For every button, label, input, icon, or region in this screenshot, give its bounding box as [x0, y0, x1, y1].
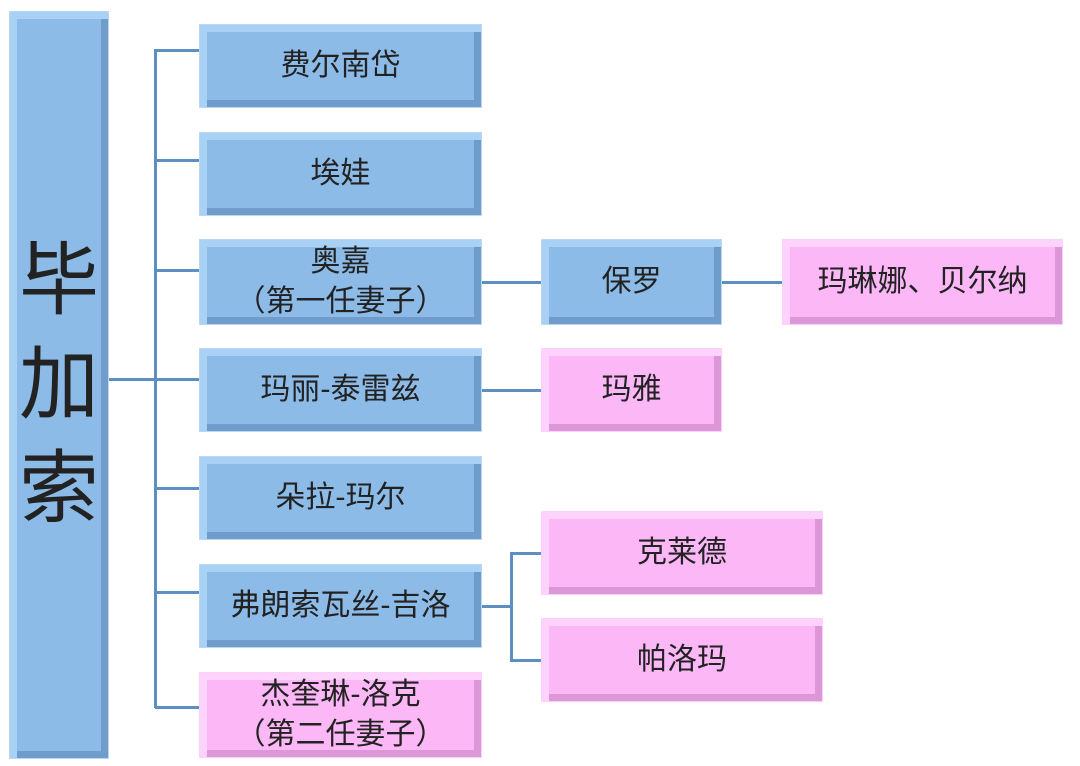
node-label: 杰奎琳-洛克 — [260, 677, 421, 712]
node-paul: 保罗 — [542, 240, 721, 324]
node-dora-maar: 朵拉-玛尔 — [200, 457, 481, 539]
node-label: 玛雅 — [601, 372, 662, 407]
connector — [481, 389, 542, 392]
node-label: 玛琳娜、贝尔纳 — [817, 264, 1028, 299]
node-label: 弗朗索瓦丝-吉洛 — [230, 588, 451, 623]
connector — [721, 281, 783, 284]
connector — [155, 487, 200, 490]
connector — [155, 706, 200, 709]
node-marina-bernard: 玛琳娜、贝尔纳 — [783, 240, 1062, 324]
node-francoise-gilot: 弗朗索瓦丝-吉洛 — [200, 565, 481, 647]
root-node-picasso: 毕 加 索 — [10, 12, 108, 758]
root-char: 加 — [19, 338, 99, 431]
node-maya: 玛雅 — [542, 349, 721, 431]
node-label: 玛丽-泰雷兹 — [260, 372, 421, 407]
connector — [155, 591, 200, 594]
node-eva: 埃娃 — [200, 133, 481, 215]
node-fernande: 费尔南岱 — [200, 25, 481, 107]
node-label: 克莱德 — [637, 535, 727, 570]
connector — [481, 281, 542, 284]
node-label: 埃娃 — [310, 156, 371, 191]
connector — [481, 605, 511, 608]
node-sublabel: （第二任妻子） — [235, 717, 446, 752]
connector — [155, 49, 200, 52]
root-char: 毕 — [19, 234, 99, 327]
node-label: 帕洛玛 — [637, 642, 727, 677]
node-sublabel: （第一任妻子） — [235, 284, 446, 319]
connector — [155, 378, 200, 381]
connector — [510, 552, 542, 555]
node-label: 奥嘉 — [310, 244, 371, 279]
connector — [108, 378, 155, 381]
node-claude: 克莱德 — [542, 512, 822, 594]
root-char: 索 — [19, 442, 99, 535]
node-marie-therese: 玛丽-泰雷兹 — [200, 349, 481, 431]
node-jacqueline-roque: 杰奎琳-洛克 （第二任妻子） — [200, 673, 481, 757]
node-label: 保罗 — [601, 264, 662, 299]
node-label: 费尔南岱 — [280, 48, 401, 83]
connector — [155, 269, 200, 272]
connector — [510, 659, 542, 662]
node-paloma: 帕洛玛 — [542, 619, 822, 701]
connector — [510, 552, 513, 661]
connector — [155, 159, 200, 162]
node-label: 朵拉-玛尔 — [275, 480, 406, 515]
node-olga: 奥嘉 （第一任妻子） — [200, 240, 481, 324]
